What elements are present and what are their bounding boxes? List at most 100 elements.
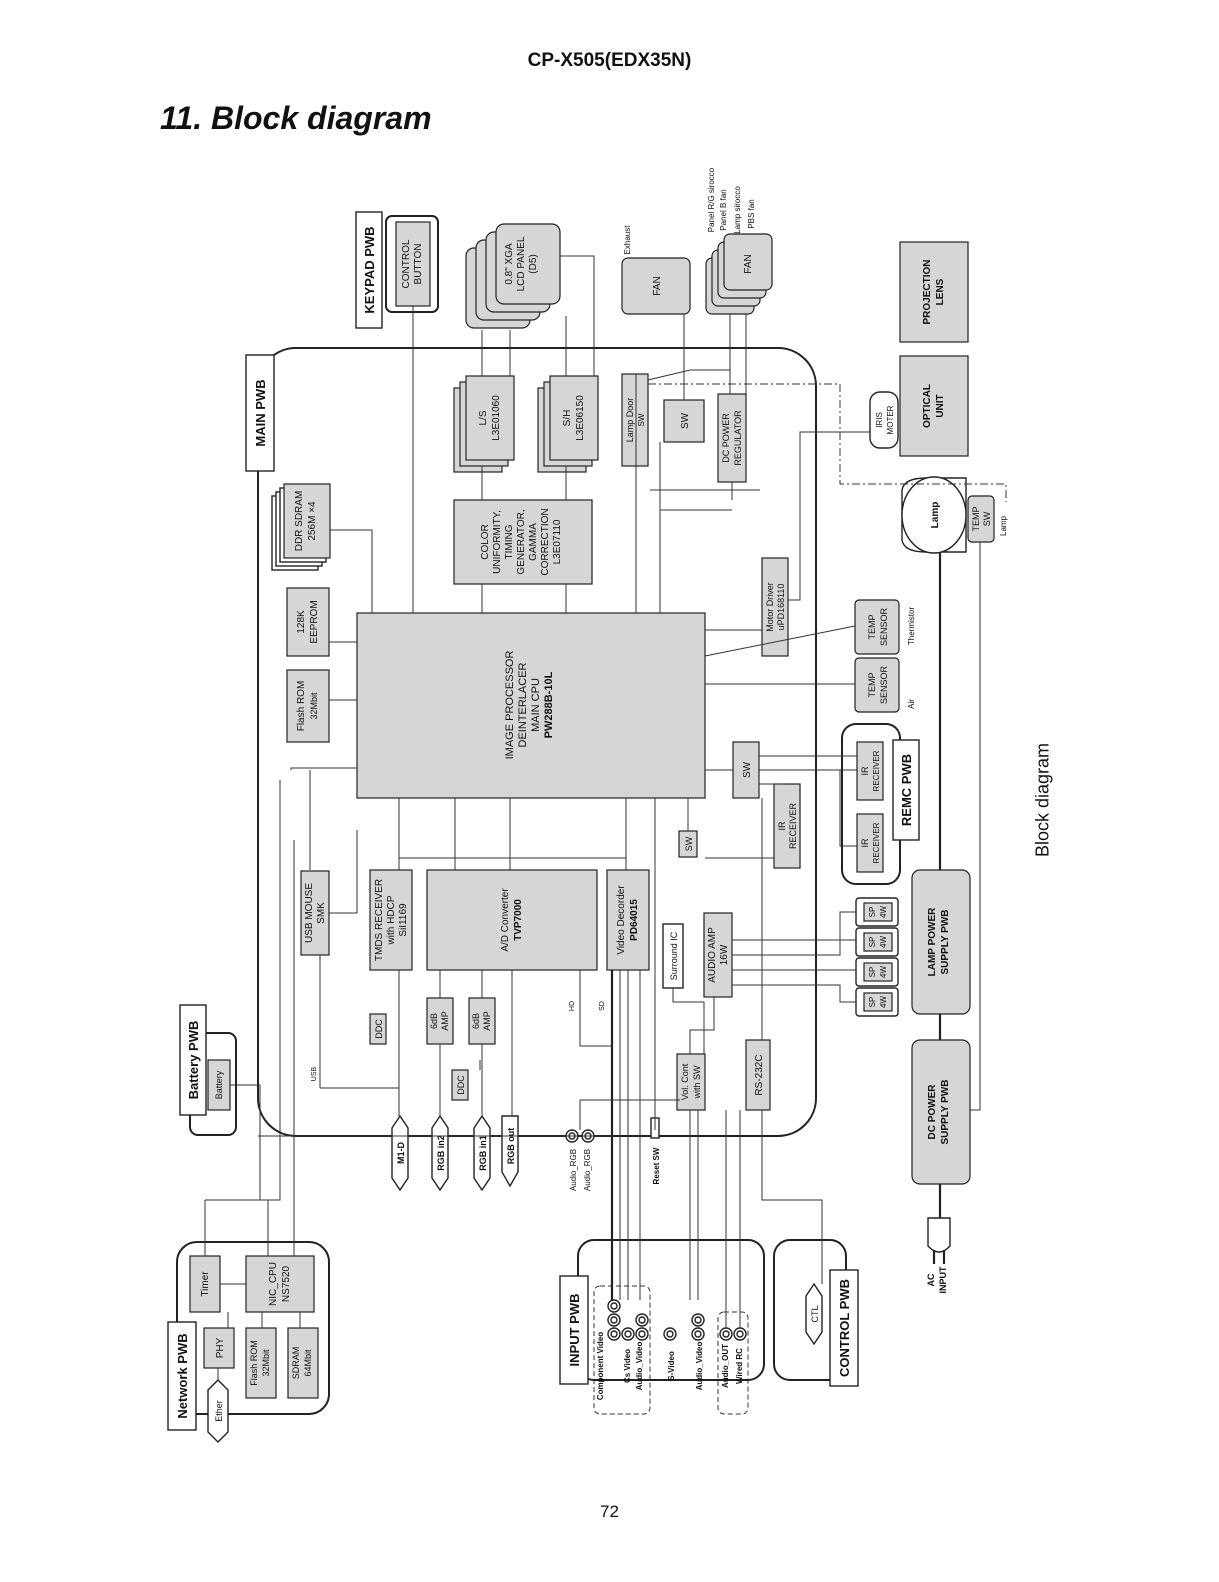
- vol-cont-block: Vol. Cont with SW: [676, 1053, 706, 1111]
- ddc-block-2: DDC: [451, 1069, 469, 1101]
- svg-text:SUPPLY PWB: SUPPLY PWB: [940, 1079, 951, 1144]
- svg-text:COLOR: COLOR: [480, 524, 491, 560]
- lamp-power-supply-pwb: LAMP POWER SUPPLY PWB: [911, 869, 971, 1015]
- svg-text:RECEIVER: RECEIVER: [872, 822, 881, 863]
- svg-text:SP: SP: [868, 937, 877, 948]
- svg-text:SUPPLY PWB: SUPPLY PWB: [940, 909, 951, 974]
- input-pwb-title: INPUT PWB: [559, 1275, 589, 1385]
- svg-text:RGB in2: RGB in2: [436, 1135, 446, 1171]
- sw-block-fan: SW: [663, 399, 705, 443]
- flash-rom-block: Flash ROM 32Mbit: [286, 669, 330, 743]
- svg-text:Flash ROM: Flash ROM: [249, 1340, 259, 1386]
- svg-text:Network PWB: Network PWB: [175, 1333, 190, 1418]
- ls-block: L/S L3E01060: [453, 375, 515, 473]
- video-decoder-block: Video Decorder PD64015: [606, 869, 650, 971]
- svg-text:IR: IR: [777, 821, 787, 831]
- svg-text:SMK: SMK: [316, 902, 327, 924]
- svg-text:AMP: AMP: [482, 1011, 492, 1031]
- svg-text:OPTICAL: OPTICAL: [922, 384, 933, 428]
- usb-label: USB: [311, 1066, 318, 1081]
- lamp-small-label: Lamp: [999, 515, 1008, 536]
- svg-text:TVP7000: TVP7000: [513, 899, 524, 941]
- network-sdram-block: SDRAM 64Mbit: [287, 1327, 319, 1399]
- svg-text:LAMP POWER: LAMP POWER: [927, 907, 938, 976]
- svg-text:Lamp Door: Lamp Door: [625, 398, 635, 443]
- connector-rgb-out: RGB out: [501, 1115, 519, 1188]
- sw-block-lower: SW: [678, 830, 698, 858]
- svg-text:LENS: LENS: [935, 278, 946, 305]
- svg-text:MAIN CPU: MAIN CPU: [530, 678, 542, 732]
- sd-label: SD: [599, 1001, 606, 1011]
- color-uniformity-block: COLOR UNIFORMITY, TIMING GENERATOR, GAMM…: [453, 499, 593, 585]
- svg-text:RECEIVER: RECEIVER: [788, 802, 798, 849]
- svg-text:PD64015: PD64015: [629, 899, 640, 941]
- svg-text:DC POWER: DC POWER: [927, 1084, 938, 1140]
- hd-label: HD: [569, 1001, 576, 1011]
- network-flash-rom-block: Flash ROM 32Mbit: [245, 1327, 277, 1399]
- lcd-panel-block: 0.8" XGA LCD PANEL (D5): [465, 223, 561, 329]
- svg-text:NS7520: NS7520: [281, 1265, 292, 1302]
- svg-text:Battery: Battery: [214, 1070, 224, 1099]
- svg-text:CORRECTION: CORRECTION: [540, 508, 551, 575]
- svg-text:with HDCP: with HDCP: [386, 895, 397, 945]
- speaker-1: SP 4W: [855, 897, 899, 927]
- svg-text:Audio_RGB: Audio_RGB: [569, 1149, 578, 1191]
- svg-text:EEPROM: EEPROM: [309, 600, 320, 643]
- svg-text:TMDS RECEIVER: TMDS RECEIVER: [374, 879, 385, 961]
- control-button-block: CONTROL BUTTON: [395, 221, 431, 307]
- svg-text:Component Video: Component Video: [596, 1332, 605, 1400]
- ddr-sdram-block: DDR SDRAM 256M ×4: [271, 483, 331, 571]
- svg-text:(D5): (D5): [528, 254, 539, 273]
- svg-text:Video Decorder: Video Decorder: [616, 885, 627, 955]
- svg-text:NIC_CPU: NIC_CPU: [268, 1262, 279, 1306]
- timer-block: Timer: [189, 1255, 221, 1313]
- svg-text:L3E06150: L3E06150: [575, 395, 586, 441]
- svg-text:MOTER: MOTER: [886, 405, 895, 434]
- connection-lines: [204, 255, 1007, 1380]
- svg-text:MAIN PWB: MAIN PWB: [253, 379, 268, 446]
- svg-text:INPUT PWB: INPUT PWB: [567, 1294, 582, 1367]
- ac-plug-icon: AC INPUT: [926, 1217, 951, 1294]
- fan-label-3: Lamp sirocco: [733, 186, 742, 234]
- svg-text:RGB out: RGB out: [506, 1128, 516, 1165]
- fan-label-1: Panel R/G sirocco: [707, 167, 716, 232]
- ether-connector: Ether: [207, 1379, 229, 1443]
- svg-text:A/D Converter: A/D Converter: [500, 888, 511, 952]
- ir-receiver-remc-1: IR RECEIVER: [856, 741, 884, 801]
- svg-text:REMC PWB: REMC PWB: [899, 754, 914, 826]
- svg-text:AMP: AMP: [440, 1011, 450, 1031]
- phy-block: PHY: [203, 1327, 235, 1369]
- svg-text:TEMP: TEMP: [867, 672, 877, 697]
- svg-text:4W: 4W: [879, 996, 888, 1008]
- svg-text:UNIFORMITY,: UNIFORMITY,: [492, 510, 503, 574]
- projection-lens-block: PROJECTION LENS: [899, 241, 969, 343]
- network-pwb-title: Network PWB: [167, 1321, 197, 1431]
- svg-text:REGULATOR: REGULATOR: [733, 410, 743, 466]
- fan-group-block: FAN: [705, 233, 773, 315]
- fan-label-2: Panel B fan: [719, 189, 728, 230]
- connector-m1d: M1-D: [391, 1114, 409, 1192]
- svg-text:4W: 4W: [879, 936, 888, 948]
- svg-text:KEYPAD PWB: KEYPAD PWB: [362, 226, 377, 313]
- svg-text:TEMP: TEMP: [971, 506, 981, 531]
- svg-text:FAN: FAN: [652, 276, 663, 295]
- svg-text:Lamp: Lamp: [930, 502, 941, 529]
- svg-text:IRIS: IRIS: [875, 412, 884, 428]
- svg-text:Audio_Video: Audio_Video: [635, 1342, 644, 1391]
- dc-power-supply-pwb: DC POWER SUPPLY PWB: [911, 1039, 971, 1185]
- exhaust-label: Exhaust: [623, 225, 632, 255]
- keypad-pwb-title: KEYPAD PWB: [355, 211, 383, 329]
- svg-text:SW: SW: [680, 412, 691, 429]
- svg-text:IMAGE PROCESSOR: IMAGE PROCESSOR: [504, 651, 516, 760]
- svg-text:SENSOR: SENSOR: [879, 607, 889, 646]
- svg-text:CONTROL PWB: CONTROL PWB: [837, 1279, 852, 1377]
- svg-text:CONTROL: CONTROL: [401, 239, 412, 288]
- svg-text:RGB in1: RGB in1: [478, 1135, 488, 1171]
- svg-text:PHY: PHY: [215, 1337, 226, 1358]
- lamp-door-sw-block: Lamp Door SW: [621, 373, 649, 467]
- svg-text:DC POWER: DC POWER: [721, 413, 731, 463]
- svg-text:16W: 16W: [719, 944, 730, 965]
- tmds-receiver-block: TMDS RECEIVER with HDCP SiI1169: [369, 869, 413, 971]
- svg-text:PROJECTION: PROJECTION: [922, 259, 933, 324]
- svg-text:RECEIVER: RECEIVER: [872, 750, 881, 791]
